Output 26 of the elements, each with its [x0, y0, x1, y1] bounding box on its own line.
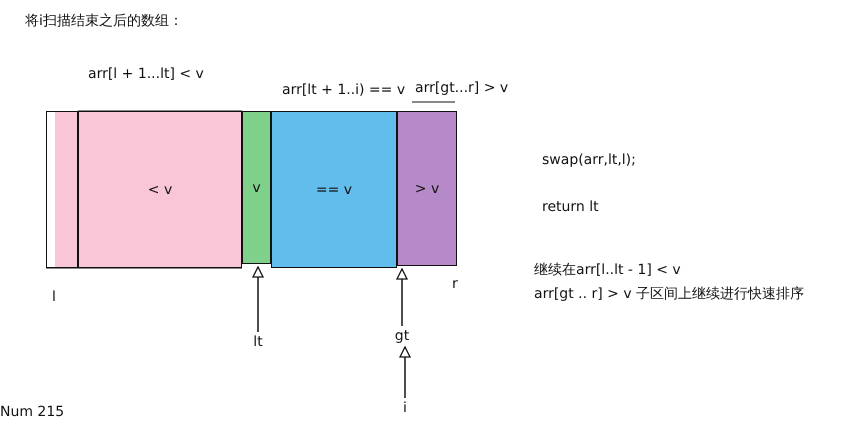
arrow [252, 266, 264, 332]
pointer-label: i [403, 400, 407, 416]
array-segment [271, 111, 397, 268]
range-label: arr[l + 1...lt] < v [88, 66, 204, 82]
bound-label: l [52, 289, 56, 305]
array-cell [46, 111, 78, 268]
bound-label: r [452, 276, 458, 292]
segment-label: < v [148, 182, 172, 198]
array-segment [78, 111, 242, 268]
segment-label: == v [316, 182, 352, 198]
segment-label: > v [414, 180, 440, 196]
pointer-label: gt [394, 328, 410, 344]
arrow [399, 346, 411, 398]
note-text: 继续在arr[l..lt - 1] < v [534, 261, 681, 279]
array-segment [397, 111, 457, 266]
segment-label: v [252, 180, 261, 196]
pointer-label: lt [253, 334, 263, 350]
note-text: Num 215 [0, 404, 64, 420]
range-label: arr[lt + 1..i) == v [282, 82, 406, 98]
heading: 将i扫描结束之后的数组： [25, 12, 183, 30]
code-line: swap(arr,lt,l); [542, 152, 636, 168]
note-text: arr[gt .. r] > v 子区间上继续进行快速排序 [534, 285, 804, 303]
code-line: return lt [542, 199, 599, 215]
array-segment [242, 111, 271, 264]
range-label: arr[gt...r] > v [415, 80, 508, 96]
arrow [396, 268, 408, 326]
